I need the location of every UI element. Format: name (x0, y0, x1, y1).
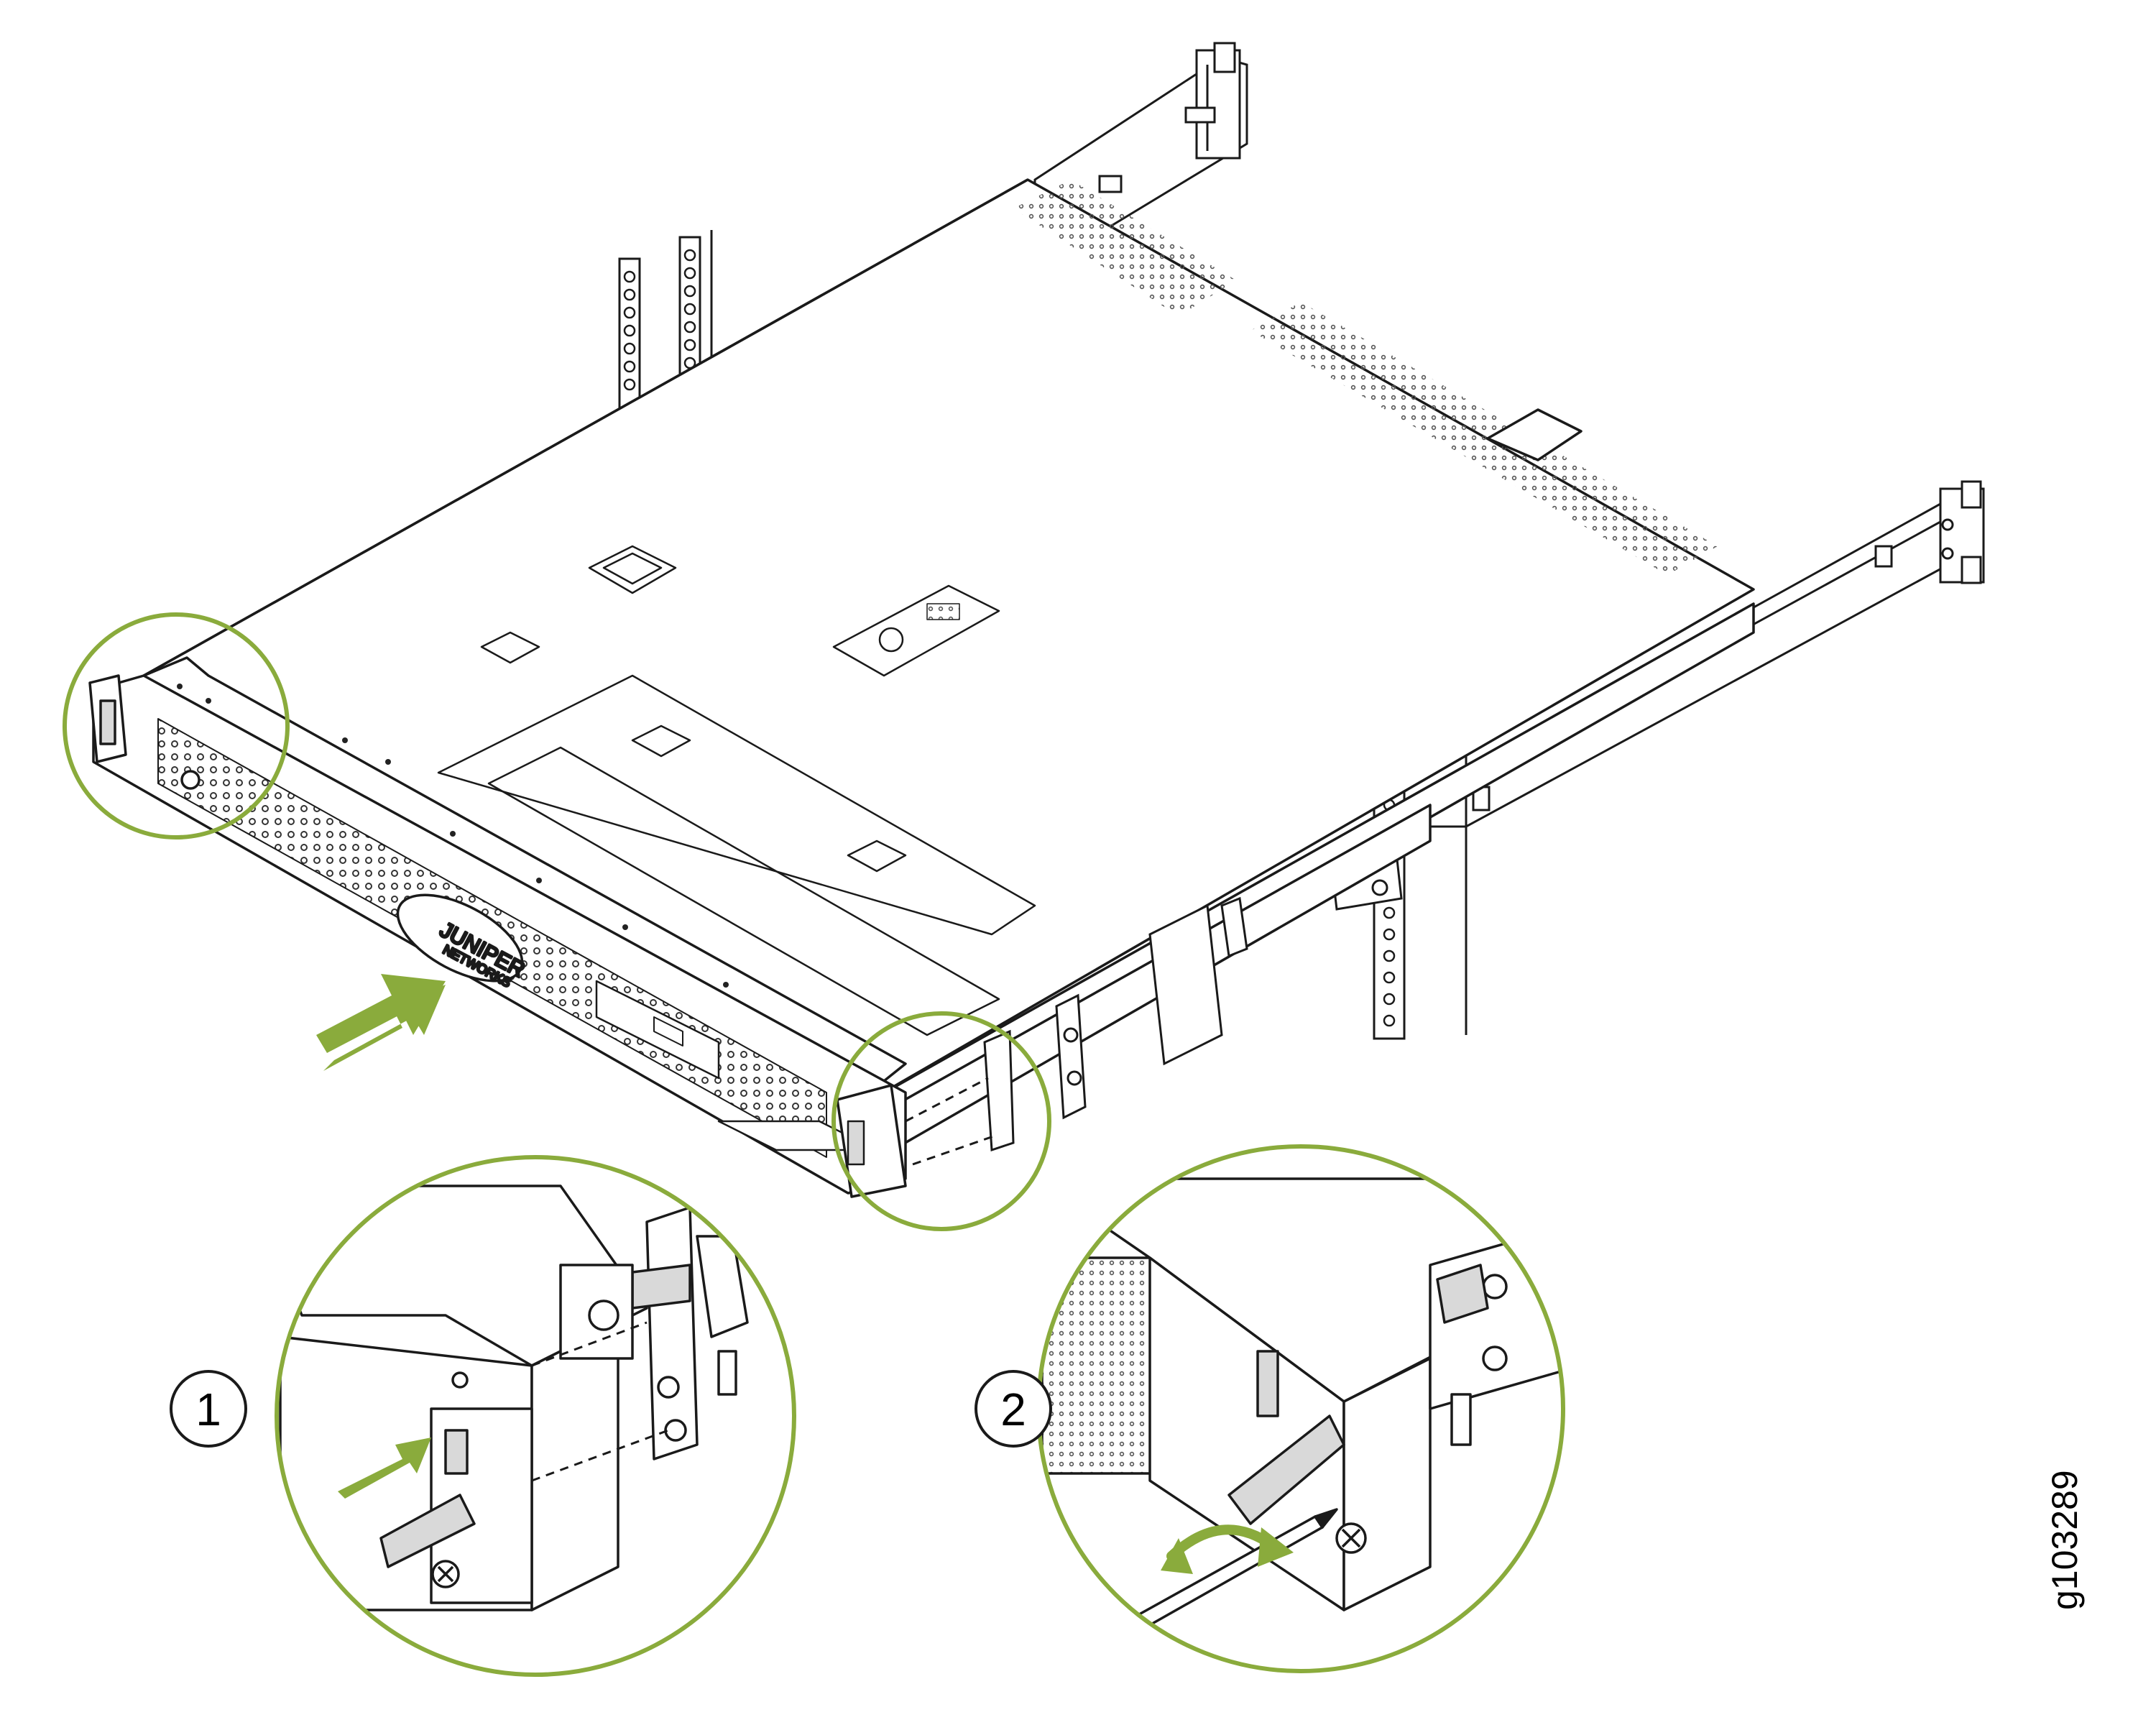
step-1-callout: 1 (170, 1370, 247, 1448)
detail-view-1 (275, 1155, 796, 1677)
push-arrow-icon (316, 974, 446, 1071)
front-bezel: JUNIPER NETWORKS (88, 674, 907, 1198)
chassis (142, 178, 1755, 1173)
front-rail-brackets (983, 896, 1248, 1152)
right-ear-highlight (831, 1011, 1051, 1231)
step-2-label: 2 (1000, 1384, 1026, 1435)
push-arrow-icon (338, 1438, 431, 1499)
step-2-callout: 2 (975, 1370, 1052, 1448)
figure-id: g103289 (2045, 1470, 2085, 1610)
rear-left-rack-post (618, 230, 713, 411)
step-1-label: 1 (195, 1384, 221, 1435)
left-ear-highlight (63, 612, 290, 840)
detail-view-2 (1036, 1144, 1565, 1673)
